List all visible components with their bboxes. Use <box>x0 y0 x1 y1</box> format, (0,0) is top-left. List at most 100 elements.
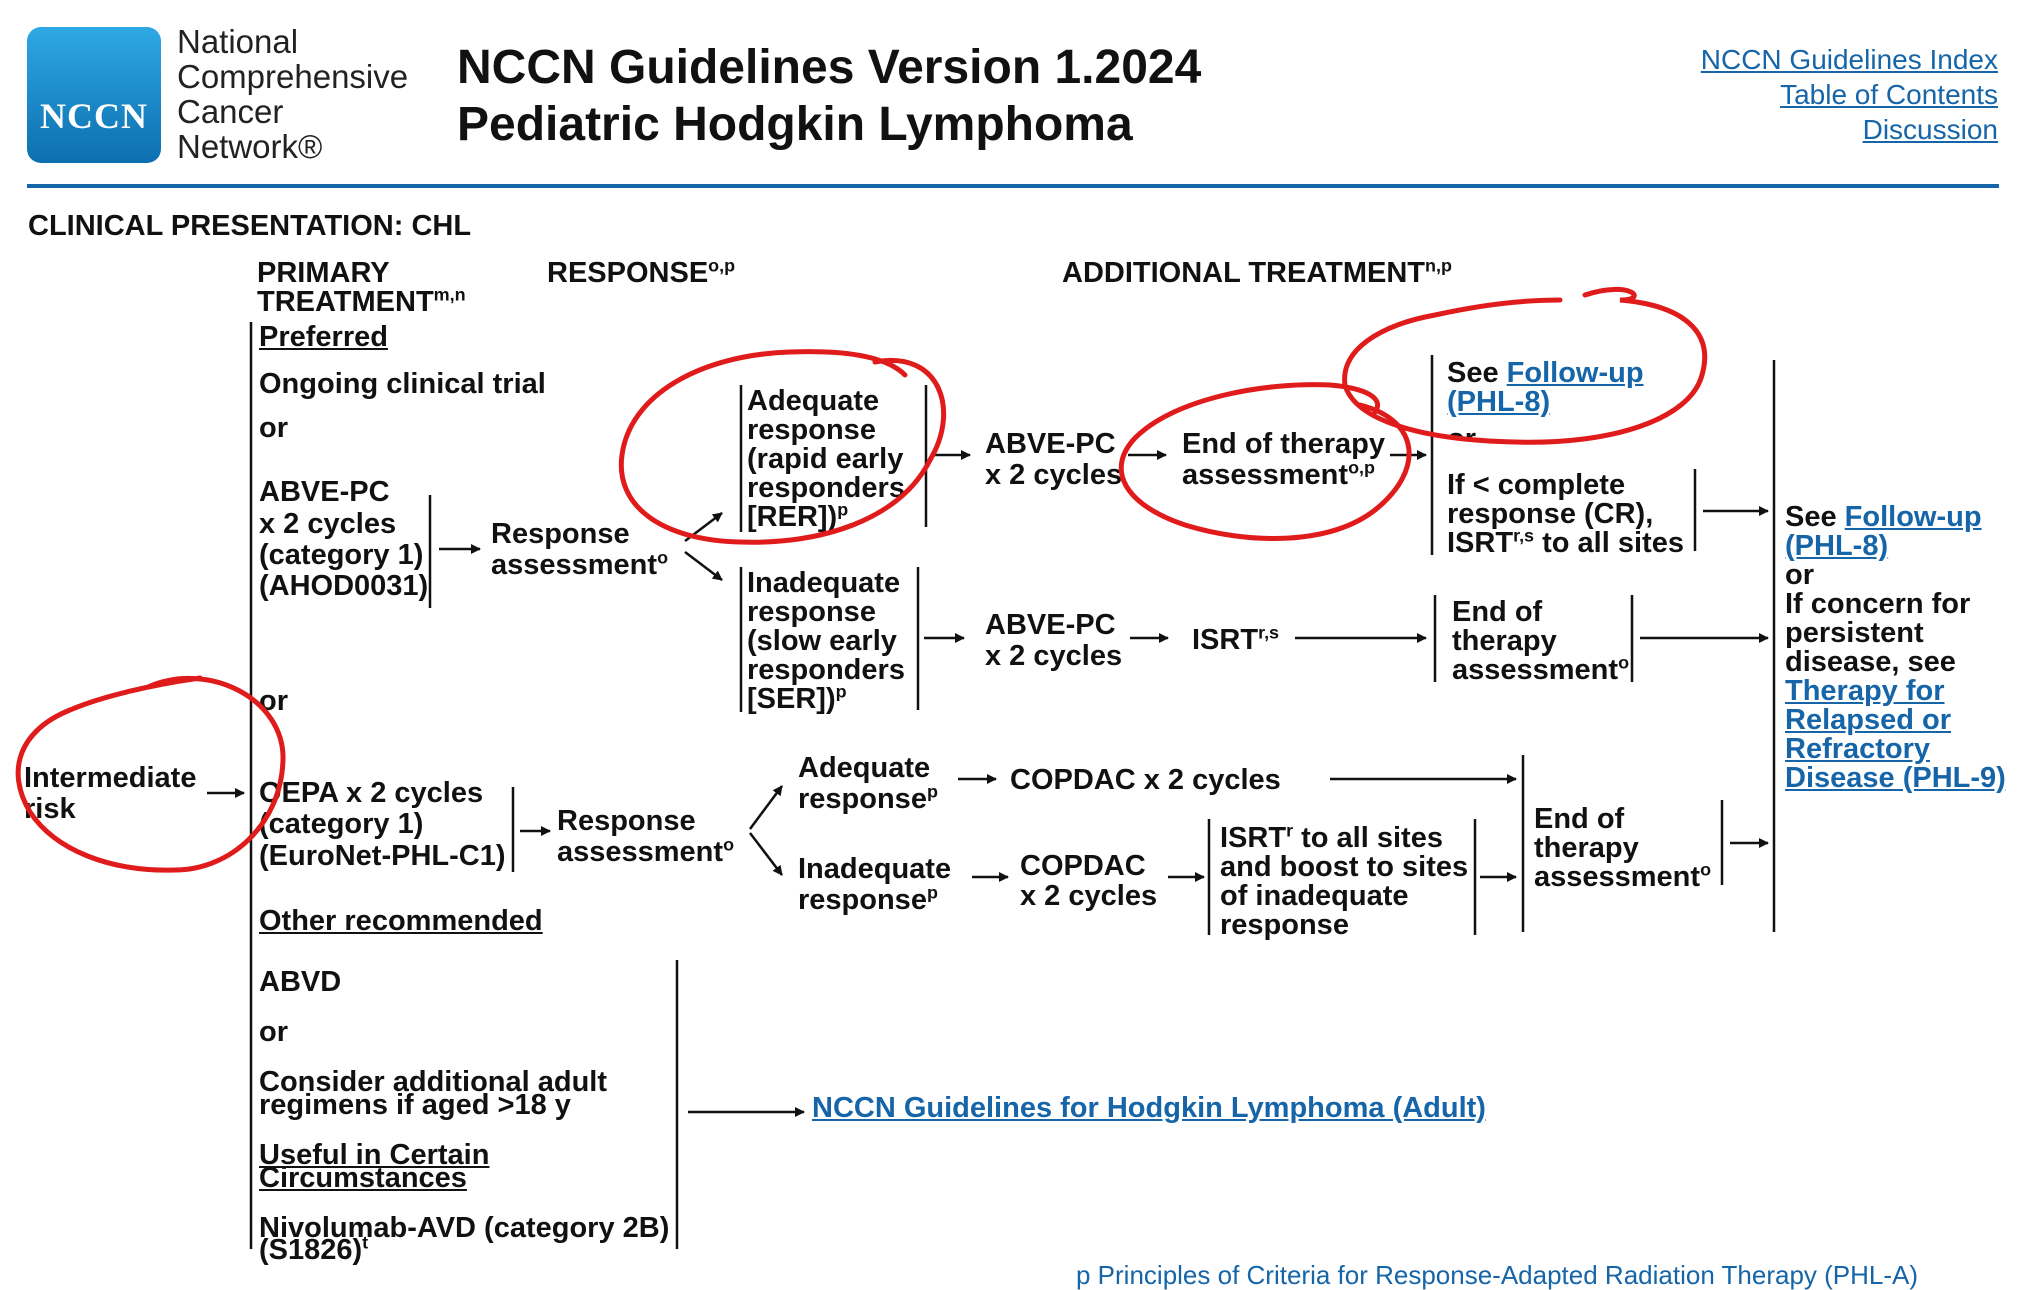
concern-line1: If concern for <box>1785 588 1971 620</box>
isrt-boost-line3: of inadequate <box>1220 880 1409 912</box>
end-of-therapy-3-line3: assessmento <box>1534 859 1712 893</box>
useful-circumstances-line2: Circumstances <box>259 1162 467 1194</box>
guidelines-index-link[interactable]: NCCN Guidelines Index <box>1700 44 1998 75</box>
inadequate-ser-line2: response <box>747 596 876 628</box>
follow-up-ref-2[interactable]: (PHL-8) <box>1785 530 1889 562</box>
see-follow-up-line1: See Follow-up <box>1447 357 1644 389</box>
response-heading: RESPONSEo,p <box>547 255 736 289</box>
abve-pc-line1: ABVE-PC <box>259 476 390 508</box>
adequate-rer-line5: [RER])p <box>747 499 849 533</box>
oepa-line3: (EuroNet-PHL-C1) <box>259 840 506 872</box>
page-title: NCCN Guidelines Version 1.2024 <box>457 41 1202 94</box>
final-or: or <box>1785 559 1814 591</box>
consider-adult-line1: Consider additional adult <box>259 1066 608 1098</box>
inadequate-response-2-line1: Inadequate <box>798 853 952 885</box>
follow-up-link-1[interactable]: Follow-up <box>1506 357 1644 389</box>
inadequate-ser-line1: Inadequate <box>747 567 901 599</box>
adequate-rer-line3: (rapid early <box>747 443 904 475</box>
abvd: ABVD <box>259 966 342 998</box>
consider-adult-line2: regimens if aged >18 y <box>259 1089 571 1121</box>
end-of-therapy-3-line2: therapy <box>1534 832 1639 864</box>
if-less-cr-line1: If < complete <box>1447 469 1626 501</box>
flowchart-connectors <box>15 286 1776 1249</box>
inadequate-ser-line3: (slow early <box>747 625 897 657</box>
arrow-to-inadequate-2 <box>749 832 783 876</box>
if-less-cr-line2: response (CR), <box>1447 498 1654 530</box>
follow-up-link-2[interactable]: Follow-up <box>1844 501 1982 533</box>
abve-pc-line3: (category 1) <box>259 539 424 571</box>
inadequate-ser-line5: [SER])p <box>747 681 847 715</box>
response-assessment-2-line1: Response <box>557 805 696 837</box>
nivolumab-line1: Nivolumab-AVD (category 2B) <box>259 1212 670 1244</box>
response-assessment-2-line2: assessmento <box>557 834 735 868</box>
page-subtitle: Pediatric Hodgkin Lymphoma <box>457 98 1133 151</box>
follow-up-ref-1[interactable]: (PHL-8) <box>1447 386 1551 418</box>
or-label-3: or <box>259 1016 288 1048</box>
adequate-response-2-line2: responsep <box>798 781 938 815</box>
oepa-line1: OEPA x 2 cycles <box>259 777 484 809</box>
relapsed-link-line3[interactable]: Refractory <box>1785 733 1931 765</box>
concern-line3: disease, see <box>1785 646 1956 678</box>
copdac-inadequate-line2: x 2 cycles <box>1020 880 1158 912</box>
or-label-1: or <box>259 412 288 444</box>
abve-pc-ser-line2: x 2 cycles <box>985 640 1123 672</box>
abve-pc-ser-line1: ABVE-PC <box>985 609 1116 641</box>
isrt-boost-line4: response <box>1220 909 1349 941</box>
isrt-ser: ISRTr,s <box>1192 622 1280 656</box>
org-name-line3: Cancer <box>177 93 284 130</box>
adult-guidelines-link[interactable]: NCCN Guidelines for Hodgkin Lymphoma (Ad… <box>812 1092 1486 1124</box>
final-see-follow-up: See Follow-up <box>1785 501 1982 533</box>
red-circle-intermediate-risk <box>15 675 286 873</box>
end-of-therapy-rer-line1: End of therapy <box>1182 428 1386 460</box>
copdac-inadequate-line1: COPDAC <box>1020 850 1146 882</box>
end-of-therapy-ser-line1: End of <box>1452 596 1543 628</box>
preferred-label: Preferred <box>259 321 388 353</box>
additional-treatment-heading: ADDITIONAL TREATMENTn,p <box>1062 255 1452 289</box>
oepa-line2: (category 1) <box>259 808 424 840</box>
abve-pc-line4: (AHOD0031) <box>259 570 429 602</box>
copdac-adequate: COPDAC x 2 cycles <box>1010 764 1281 796</box>
abve-pc-line2: x 2 cycles <box>259 508 397 540</box>
end-of-therapy-ser-line2: therapy <box>1452 625 1557 657</box>
relapsed-link-line4[interactable]: Disease (PHL-9) <box>1785 762 2006 794</box>
relapsed-link-line2[interactable]: Relapsed or <box>1785 704 1951 736</box>
end-of-therapy-rer-line2: assessmento,p <box>1182 457 1376 491</box>
arrow-to-inadequate <box>684 551 723 581</box>
red-circle-follow-up <box>1342 286 1708 445</box>
inadequate-response-2-line2: responsep <box>798 882 938 916</box>
org-name-line1: National <box>177 23 299 60</box>
footnote-fragment[interactable]: p Principles of Criteria for Response-Ad… <box>1076 1260 1919 1290</box>
header-links: NCCN Guidelines Index Table of Contents … <box>1598 44 1998 154</box>
adequate-rer-line1: Adequate <box>747 385 880 417</box>
header-rule <box>27 184 1999 188</box>
response-assessment-1-line1: Response <box>491 518 630 550</box>
logo-text: NCCN <box>40 96 148 136</box>
abve-pc-rer-line1: ABVE-PC <box>985 428 1116 460</box>
section-title: CLINICAL PRESENTATION: CHL <box>28 210 472 242</box>
isrt-boost-line1: ISRTr to all sites <box>1220 820 1443 854</box>
end-of-therapy-ser-line3: assessmento <box>1452 652 1630 686</box>
discussion-link[interactable]: Discussion <box>1862 114 1998 145</box>
end-of-therapy-3-line1: End of <box>1534 803 1625 835</box>
relapsed-link-line1[interactable]: Therapy for <box>1785 675 1945 707</box>
risk-label-line1: Intermediate <box>24 762 197 794</box>
useful-circumstances-line1: Useful in Certain <box>259 1139 490 1171</box>
abve-pc-rer-line2: x 2 cycles <box>985 459 1123 491</box>
adequate-rer-line4: responders <box>747 472 905 504</box>
org-name-line2: Comprehensive <box>177 58 409 95</box>
isrt-boost-line2: and boost to sites <box>1220 851 1469 883</box>
inadequate-ser-line4: responders <box>747 654 905 686</box>
adequate-response-2-line1: Adequate <box>798 752 931 784</box>
nccn-logo: NCCN <box>27 27 161 163</box>
if-less-cr-line3: ISRTr,s to all sites <box>1447 525 1684 559</box>
other-recommended-label: Other recommended <box>259 905 543 937</box>
ongoing-clinical-trial: Ongoing clinical trial <box>259 368 546 400</box>
red-circle-adequate-response <box>618 349 947 545</box>
table-of-contents-link[interactable]: Table of Contents <box>1780 79 1998 110</box>
concern-line2: persistent <box>1785 617 1924 649</box>
adequate-rer-line2: response <box>747 414 876 446</box>
response-assessment-1-line2: assessmento <box>491 547 669 581</box>
red-annotations <box>15 286 1708 873</box>
primary-treatment-heading-line1: PRIMARY <box>257 257 390 289</box>
primary-treatment-heading-line2: TREATMENTm,n <box>257 284 466 318</box>
